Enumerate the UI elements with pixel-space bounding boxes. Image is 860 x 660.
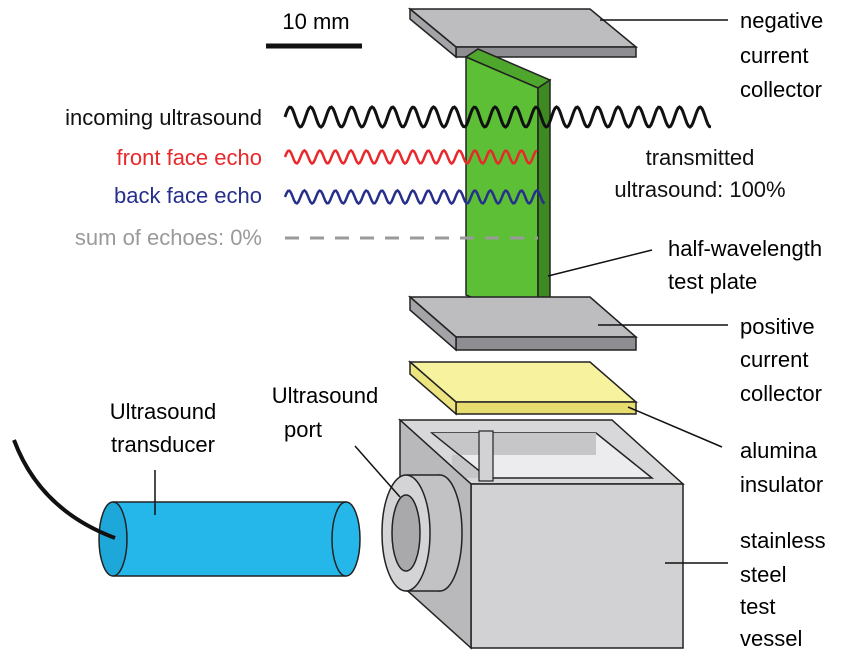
- incoming-wave: [283, 105, 712, 129]
- vessel-front: [470, 483, 684, 649]
- port-label-line2: port: [284, 417, 322, 442]
- sum-of-echoes-label: sum of echoes: 0%: [75, 225, 262, 250]
- wave-group: [283, 105, 712, 240]
- leader-insulator: [627, 406, 723, 448]
- pos-collector-label-line3: collector: [740, 381, 822, 406]
- neg-collector-side: [409, 7, 457, 59]
- neg-collector-label-line3: collector: [740, 77, 822, 102]
- insulator-label-line1: alumina: [740, 438, 818, 463]
- vessel-label-line1: stainless: [740, 528, 826, 553]
- positive-current-collector: [407, 295, 639, 352]
- neg-collector-label-line1: negative: [740, 8, 823, 33]
- front-face-echo-wave: [283, 148, 538, 166]
- transducer-cable: [12, 439, 116, 540]
- front-face-echo-label: front face echo: [116, 145, 262, 170]
- ultrasound-port: [381, 474, 463, 592]
- transducer-label-line1: Ultrasound: [110, 399, 216, 424]
- test-plate-label-line1: half-wavelength: [668, 236, 822, 261]
- leader-port: [354, 445, 401, 498]
- port-label-line1: Ultrasound: [272, 383, 378, 408]
- scale-bar-label: 10 mm: [282, 9, 349, 34]
- test-plate: [464, 48, 552, 328]
- vessel-label-line2: steel: [740, 562, 786, 587]
- insulator-side: [409, 360, 457, 416]
- port-bore: [391, 494, 421, 572]
- leader-test-plate: [547, 249, 653, 277]
- vessel-label-line4: vessel: [740, 626, 802, 651]
- pos-collector-label-line1: positive: [740, 314, 815, 339]
- scale-bar: 10 mm: [266, 9, 362, 49]
- incoming-ultrasound-label: incoming ultrasound: [65, 105, 262, 130]
- transmitted-label-line1: transmitted: [646, 145, 755, 170]
- test-plate-label-line2: test plate: [668, 269, 757, 294]
- vessel-label-line3: test: [740, 594, 775, 619]
- insulator-label-line2: insulator: [740, 472, 823, 497]
- vessel-inner-wall: [432, 433, 596, 478]
- transducer-end: [331, 501, 361, 577]
- insulator-front: [455, 401, 637, 415]
- transducer-label-line2: transducer: [111, 432, 215, 457]
- ultrasound-transducer: [12, 439, 361, 577]
- transducer-body: [113, 502, 346, 576]
- neg-collector-label-line2: current: [740, 43, 808, 68]
- vessel-slot: [478, 430, 494, 482]
- pos-collector-label-line2: current: [740, 347, 808, 372]
- back-face-echo-label: back face echo: [114, 183, 262, 208]
- back-face-echo-wave: [283, 188, 546, 206]
- leader-lines: [154, 19, 728, 564]
- negative-current-collector: [407, 7, 639, 59]
- alumina-insulator: [407, 360, 639, 416]
- pos-collector-side: [409, 295, 457, 352]
- transmitted-label-line2: ultrasound: 100%: [614, 177, 785, 202]
- pos-collector-front: [455, 336, 637, 351]
